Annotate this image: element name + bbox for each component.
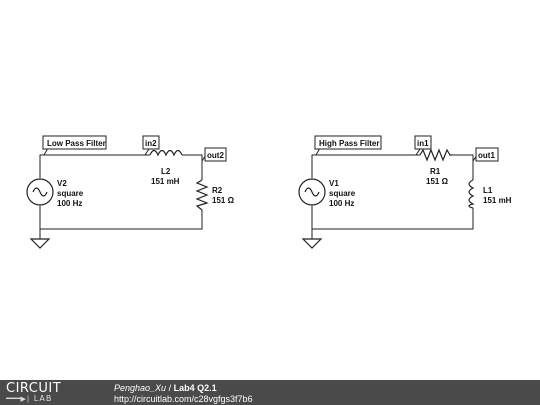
separator: /	[166, 383, 174, 393]
ground-icon	[29, 238, 51, 249]
schematic-canvas: V2 square 100 Hz L2 151 mH R2 151 Ω Low …	[26, 135, 512, 249]
flag-pointer	[415, 148, 421, 156]
voltage-source-v1[interactable]	[298, 178, 326, 206]
logo-lab-text: LAB	[33, 394, 53, 403]
inductor-name: L2	[161, 167, 171, 176]
resistor-r1[interactable]	[419, 148, 452, 162]
source-circle	[298, 178, 326, 206]
node-flag-out2[interactable]: out2	[201, 147, 227, 162]
wire-top-right	[452, 154, 474, 180]
flag-box	[204, 147, 227, 162]
flag-high-pass[interactable]: High Pass Filter	[314, 135, 382, 156]
logo-text-top: CIRCUIT	[6, 381, 62, 396]
source-freq: 100 Hz	[329, 199, 354, 208]
flag-box	[42, 135, 107, 150]
flag-text: in2	[145, 139, 157, 148]
resistor-r2[interactable]	[195, 179, 209, 211]
inductor-value: 151 mH	[151, 177, 180, 186]
ground-icon	[301, 238, 323, 249]
flag-low-pass[interactable]: Low Pass Filter	[42, 135, 107, 156]
high-pass-circuit: V1 square 100 Hz R1 151 Ω L1 151 mH High…	[298, 135, 512, 249]
inductor-l1[interactable]	[468, 179, 475, 209]
source-type: square	[329, 189, 356, 198]
node-flag-in1[interactable]: in1	[414, 135, 432, 156]
flag-box	[314, 135, 382, 150]
resistor-name: R2	[212, 186, 223, 195]
resistor-value: 151 Ω	[426, 177, 449, 186]
sine-wave-icon	[32, 187, 48, 197]
flag-text: Low Pass Filter	[47, 139, 106, 148]
source-type: square	[57, 189, 84, 198]
flag-box	[414, 135, 432, 150]
logo-text-bottom: ━━━▶| LAB	[6, 394, 53, 403]
footer-info: Penghao_Xu / Lab4 Q2.1 http://circuitlab…	[114, 383, 253, 405]
source-circle	[26, 178, 54, 206]
resistor-value: 151 Ω	[212, 196, 235, 205]
wire-top-right	[182, 154, 203, 180]
circuit-url[interactable]: http://circuitlab.com/c28vgfgs3f7b6	[114, 394, 253, 404]
wire-bottom	[39, 206, 203, 230]
wire-top-left	[311, 154, 420, 178]
flag-box	[475, 147, 499, 162]
flag-text: out2	[207, 151, 224, 160]
source-freq: 100 Hz	[57, 199, 82, 208]
inductor-l2[interactable]	[149, 149, 183, 157]
wire-top-left	[39, 154, 150, 178]
node-flag-in2[interactable]: in2	[142, 135, 160, 156]
resistor-name: R1	[430, 167, 441, 176]
sine-wave-icon	[304, 187, 320, 197]
flag-box	[142, 135, 160, 150]
inductor-value: 151 mH	[483, 196, 512, 205]
circuit-title: Lab4 Q2.1	[173, 383, 217, 393]
flag-text: High Pass Filter	[319, 139, 379, 148]
flag-text: in1	[417, 139, 429, 148]
flag-pointer	[144, 148, 150, 156]
author-name[interactable]: Penghao_Xu	[114, 383, 167, 393]
footer-bar: CIRCUIT ━━━▶| LAB Penghao_Xu / Lab4 Q2.1…	[0, 380, 540, 405]
low-pass-circuit: V2 square 100 Hz L2 151 mH R2 151 Ω Low …	[26, 135, 235, 249]
source-name: V1	[329, 179, 339, 188]
flag-text: out1	[478, 151, 495, 160]
circuitlab-logo[interactable]: CIRCUIT ━━━▶| LAB	[6, 382, 92, 404]
node-flag-out1[interactable]: out1	[472, 147, 499, 162]
source-name: V2	[57, 179, 67, 188]
wire-bottom	[311, 206, 474, 230]
inductor-name: L1	[483, 186, 493, 195]
voltage-source-v2[interactable]	[26, 178, 54, 206]
